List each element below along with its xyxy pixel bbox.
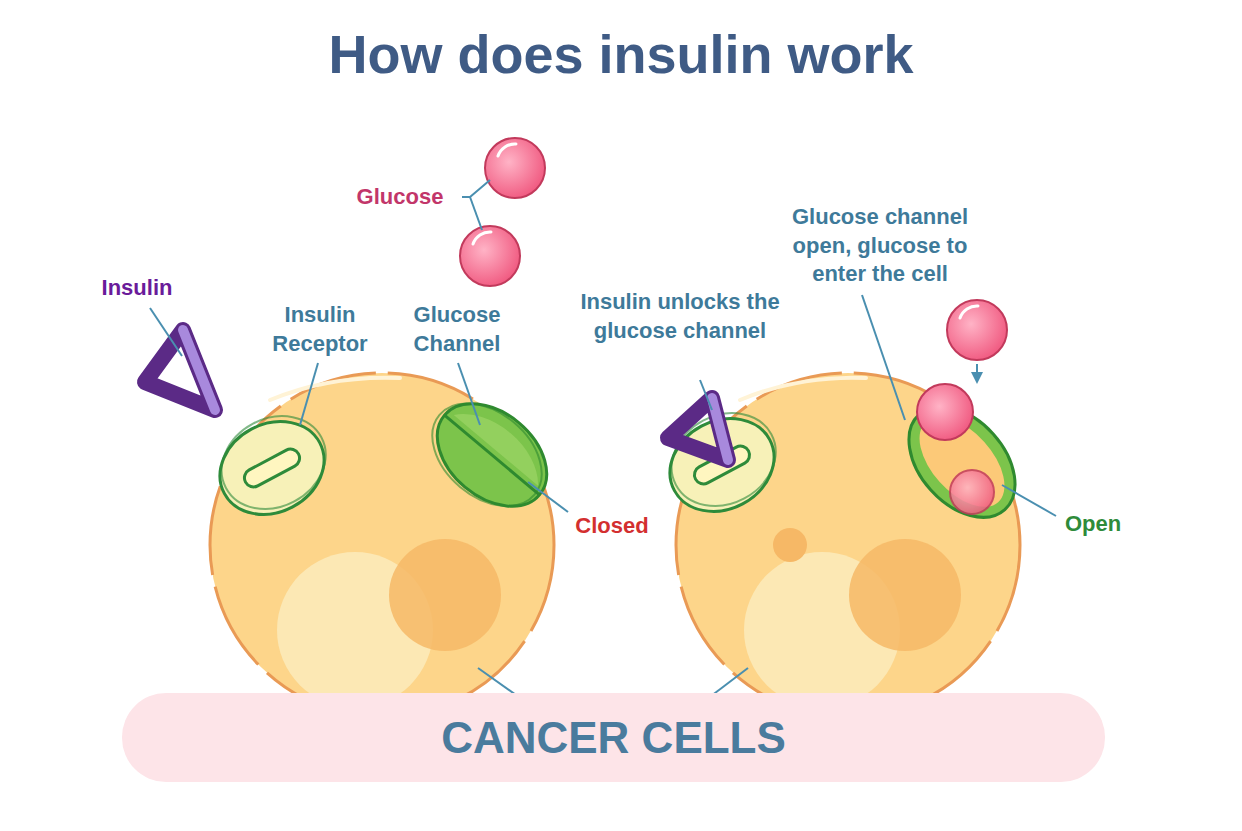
leader-lines <box>150 180 1056 712</box>
state-label: Open <box>1048 510 1138 539</box>
glucose-channel-closed <box>413 380 567 529</box>
glucose-molecule <box>460 226 520 286</box>
insulin-receptor <box>652 395 794 529</box>
diagram-title: How does insulin work <box>0 22 1242 87</box>
glucose-molecule <box>485 138 545 198</box>
callout-label: Glucose channel open, glucose to enter t… <box>773 203 988 289</box>
insulin-molecule <box>668 398 728 460</box>
receptor-label: Insulin Receptor <box>255 301 385 358</box>
cell-band: CANCER CELLS <box>122 693 1105 782</box>
glucose-molecule <box>917 384 973 440</box>
band-label: CANCER CELLS <box>441 713 786 763</box>
glucose-label: Glucose <box>340 183 460 212</box>
insulin-label: Insulin <box>82 274 192 303</box>
callout-label: Insulin unlocks the glucose channel <box>580 288 780 345</box>
insulin-receptor <box>202 398 344 532</box>
glucose-molecule <box>947 300 1007 360</box>
glucose-molecule <box>950 470 994 514</box>
state-label: Closed <box>562 512 662 541</box>
channel-label: Glucose Channel <box>392 301 522 358</box>
entry-arrow <box>976 364 978 378</box>
insulin-molecule <box>145 330 215 410</box>
